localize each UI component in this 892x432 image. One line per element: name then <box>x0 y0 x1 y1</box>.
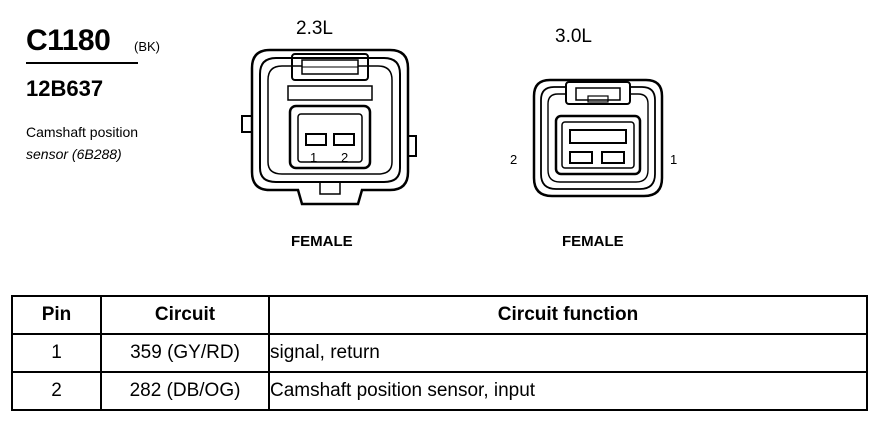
connector-2-3l-gender: FEMALE <box>291 233 353 250</box>
wire-color-code: (BK) <box>134 39 160 54</box>
connector-3-0l-gender: FEMALE <box>562 233 624 250</box>
header-pin: Pin <box>11 295 102 335</box>
table-row: 1 359 (GY/RD) signal, return <box>11 333 868 373</box>
connector-3-0l-pin-1-label: 1 <box>670 152 678 167</box>
connector-2-3l-label: 2.3L <box>296 18 333 39</box>
pin-cell: 1 <box>11 333 102 373</box>
header-circuit: Circuit <box>100 295 270 335</box>
connector-3-0l-face-diagram <box>532 78 664 198</box>
component-description: Camshaft position <box>26 124 139 140</box>
circuit-function-cell: Camshaft position sensor, input <box>268 371 868 411</box>
connector-2-3l-face-diagram <box>241 48 417 206</box>
circuit-function-cell: signal, return <box>268 333 868 373</box>
circuit-cell: 359 (GY/RD) <box>100 333 270 373</box>
connector-id: C1180 <box>26 24 111 57</box>
part-number: 12B637 <box>26 76 104 101</box>
title-divider <box>26 62 138 64</box>
circuit-cell: 282 (DB/OG) <box>100 371 270 411</box>
table-row: 2 282 (DB/OG) Camshaft position sensor, … <box>11 371 868 411</box>
table-header-row: Pin Circuit Circuit function <box>11 295 868 335</box>
connector-3-0l-label: 3.0L <box>555 26 592 47</box>
pin-cell: 2 <box>11 371 102 411</box>
pinout-table: Pin Circuit Circuit function 1 359 (GY/R… <box>11 295 868 411</box>
header-circuit-function: Circuit function <box>268 295 868 335</box>
component-reference: sensor (6B288) <box>26 146 122 162</box>
connector-2-3l-pin-2-label: 2 <box>341 150 349 165</box>
connector-2-3l-pin-1-label: 1 <box>310 150 318 165</box>
connector-3-0l-pin-2-label: 2 <box>510 152 518 167</box>
